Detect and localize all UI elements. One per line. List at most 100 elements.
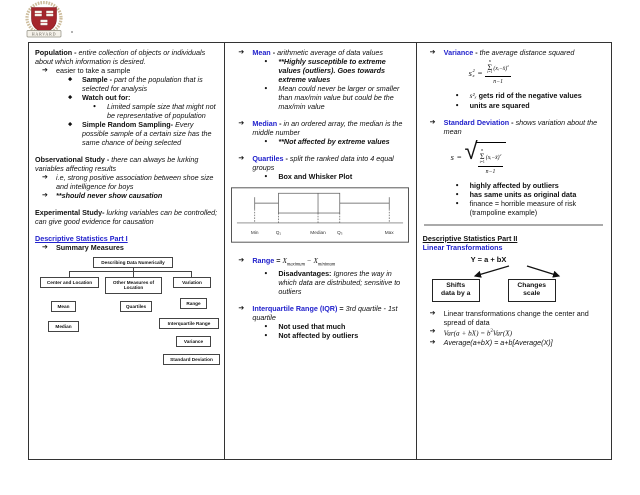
- list-item: ●Mean could never be larger or smaller t…: [231, 84, 409, 111]
- list-item: ➔**should never show causation: [35, 191, 218, 200]
- spacer: [231, 296, 409, 304]
- flowchart-variation-box: Variation: [173, 277, 211, 289]
- dot-bullet-icon: ●: [264, 332, 268, 339]
- small-dot: [71, 31, 73, 33]
- arrow-bullet-icon: ➔: [238, 155, 245, 162]
- flowchart-median-box: Median: [48, 321, 79, 333]
- arrow-bullet-icon: ➔: [238, 305, 245, 313]
- boxplot-label-min: Min: [251, 230, 259, 236]
- notes-column-3: ➔Variance - the average distance squared…: [417, 43, 611, 459]
- text-run: Median - in an ordered array, the median…: [252, 119, 403, 137]
- text-run: Mean - arithmetic average of data values: [252, 48, 383, 57]
- dot-bullet-icon: ●: [264, 323, 268, 330]
- arrow-bullet-icon: ➔: [429, 119, 436, 127]
- flowchart-quartiles-box: Quartiles: [120, 301, 152, 313]
- text-run: Box and Whisker Plot: [278, 172, 353, 181]
- flowchart-center-location-box: Center and Location: [40, 277, 99, 289]
- dot-bullet-icon: ●: [93, 103, 97, 110]
- text-run: Standard Deviation - shows variation abo…: [443, 118, 598, 137]
- standard-deviation-heading: ➔ Standard Deviation - shows variation ab…: [423, 110, 605, 136]
- text-run: s²ₓ gets rid of the negative values: [469, 91, 582, 101]
- paragraph: Linear Transformations: [423, 243, 605, 252]
- text-run: has same units as original data: [469, 189, 577, 199]
- text-run: Interquartile Range (IQR) = 3rd quartile…: [252, 304, 398, 323]
- text-run: Quartiles - split the ranked data into 4…: [252, 154, 394, 172]
- paragraph: Population - entire collection of object…: [35, 48, 218, 66]
- text-run: Range = Xmaximum − Xminimum: [252, 256, 336, 268]
- arrow-bullet-icon: ➔: [429, 309, 436, 317]
- changes-scale-box: Changes scale: [507, 278, 556, 302]
- denominator: n−1: [493, 79, 503, 86]
- list-item: ● units are squared: [423, 101, 605, 110]
- equals-sign: =: [456, 153, 462, 163]
- dot-bullet-icon: ●: [264, 173, 268, 180]
- list-item: ➔Median - in an ordered array, the media…: [231, 119, 409, 137]
- text-run: Disadvantages: Ignores the way in which …: [278, 269, 401, 297]
- diamond-bullet-icon: ◆: [68, 94, 73, 101]
- diagram-arrows: [473, 265, 560, 278]
- notes-table: Population - entire collection of object…: [28, 42, 612, 460]
- text-run: Descriptive Statistics Part I: [35, 234, 128, 243]
- flowchart-variance-box: Variance: [176, 336, 211, 348]
- column2-text-bottom: ➔ Range = Xmaximum − Xminimum ● Disadvantag…: [231, 248, 409, 340]
- spacer: [231, 111, 409, 119]
- list-item: ➔easier to take a sample: [35, 66, 218, 75]
- paragraph: Observational Study - there can always b…: [35, 155, 218, 173]
- notes-column-2: ➔ Mean - arithmetic average of data value…: [225, 43, 417, 459]
- diamond-bullet-icon: ◆: [68, 76, 73, 83]
- crest-banner: [26, 30, 62, 38]
- flowchart-range-box: Range: [180, 298, 207, 310]
- list-item: ➔Mean - arithmetic average of data value…: [231, 48, 409, 57]
- linear-transformation-diagram: Y = a + bX Shifts data by a Changes scal…: [423, 255, 605, 302]
- text-run: i.e, strong positive association between…: [56, 173, 214, 191]
- dot-bullet-icon: ●: [264, 85, 268, 92]
- box-whisker-plot: Min Q₁ Median Q₃ Max: [231, 187, 410, 243]
- transformation-bullets: ➔ Linear transformations change the cente…: [423, 309, 605, 347]
- list-item: ➔Variance - the average distance squared: [423, 48, 605, 57]
- text-run: **Highly susceptible to extreme values (…: [278, 57, 386, 84]
- spacer: [35, 200, 218, 208]
- summary-measures-flowchart: Describing Data Numerically Center and L…: [35, 257, 220, 375]
- list-item: ● Box and Whisker Plot: [231, 172, 409, 181]
- transformation-formula: Y = a + bX: [470, 254, 507, 264]
- list-item: ● has same units as original data: [423, 190, 605, 199]
- dot-bullet-icon: ●: [264, 58, 268, 65]
- dot-bullet-icon: ●: [455, 191, 459, 198]
- dot-bullet-icon: ●: [455, 200, 459, 207]
- text-run: finance = horrible measure of risk (tram…: [469, 198, 577, 217]
- spacer: [35, 147, 218, 155]
- connector-line: [191, 272, 192, 277]
- text-run: Observational Study - there can always b…: [35, 155, 199, 173]
- box-whisker-figure: Min Q₁ Median Q₃ Max: [231, 187, 410, 245]
- text-run: Linear Transformations: [422, 242, 503, 252]
- text-run: Summary Measures: [56, 243, 124, 252]
- list-item: ●Not used that much: [231, 322, 409, 331]
- list-item: ➔ Linear transformations change the cente…: [423, 309, 605, 327]
- section-divider-line: [423, 223, 603, 226]
- list-item: ◆Watch out for:: [35, 93, 218, 102]
- text-run: Not affected by outliers: [278, 331, 359, 341]
- paragraph: Descriptive Statistics Part I: [35, 234, 218, 243]
- variance-bullets: ●s²ₓ gets rid of the negative values● uni…: [423, 91, 605, 110]
- connector-line: [133, 272, 134, 277]
- dot-bullet-icon: ●: [264, 270, 268, 277]
- list-item: ➔ Summary Measures: [35, 243, 218, 252]
- spacer: [423, 110, 605, 118]
- text-run: units are squared: [469, 101, 530, 111]
- arrow-bullet-icon: ➔: [42, 244, 48, 251]
- list-item: ●Limited sample size that might not be r…: [35, 102, 218, 120]
- connector-line: [69, 271, 192, 272]
- text-run: Linear transformations change the center…: [443, 308, 589, 327]
- list-item: ➔Var(a + bX) = b2Var(X): [423, 327, 605, 338]
- paragraph: Experimental Study- lurking variables ca…: [35, 208, 218, 226]
- boxplot-label-max: Max: [385, 230, 395, 236]
- list-item: ●s²ₓ gets rid of the negative values: [423, 91, 605, 101]
- dot-bullet-icon: ●: [455, 102, 459, 109]
